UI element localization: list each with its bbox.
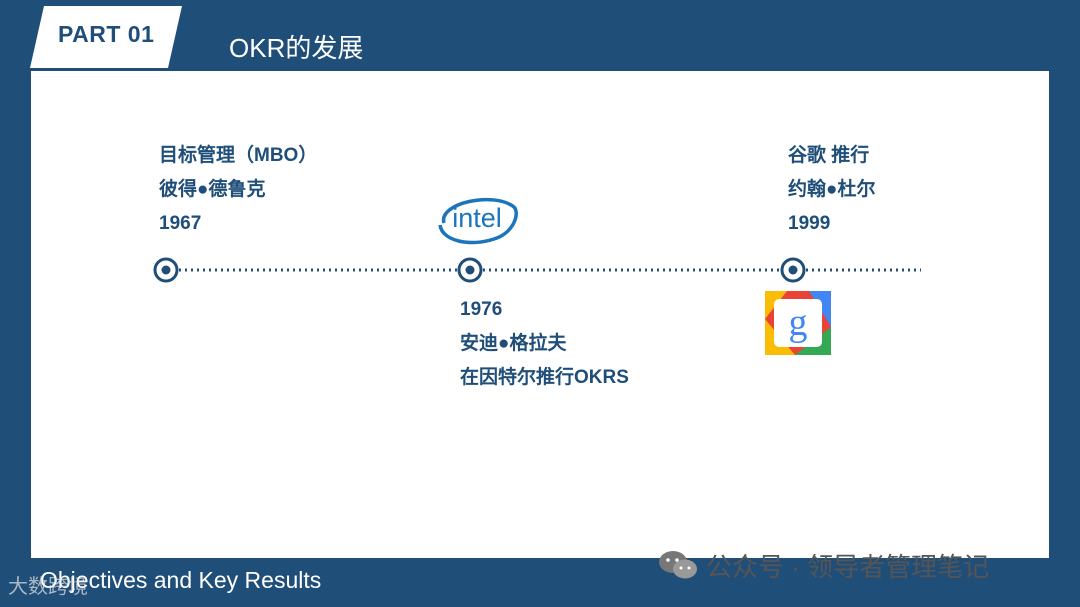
intel-person: 安迪●格拉夫 — [460, 333, 567, 354]
intel-block: 1976 安迪●格拉夫 在因特尔推行OKRS — [460, 293, 629, 395]
timeline — [153, 257, 921, 283]
part-label: PART 01 — [58, 21, 155, 47]
google-person: 约翰●杜尔 — [788, 179, 876, 200]
watermark-left: 大数跨境 — [8, 576, 88, 598]
google-year: 1999 — [788, 213, 831, 234]
timeline-node-1976 — [457, 257, 483, 283]
google-logo-glyph: g — [789, 302, 808, 344]
page-title: OKR的发展 — [229, 33, 364, 63]
intel-logo: intel — [434, 193, 520, 249]
intel-logo-text: intel — [452, 203, 502, 233]
watermark-right-text: 公众号 · 领导者管理笔记 — [706, 551, 990, 582]
mbo-person: 彼得●德鲁克 — [159, 179, 266, 200]
footer-text: Objectives and Key Results — [40, 567, 322, 593]
part-tab: PART 01 — [30, 6, 182, 68]
intel-year: 1976 — [460, 299, 503, 320]
wechat-icon — [659, 551, 697, 579]
content-panel: 目标管理（MBO） 彼得●德鲁克 1967 intel 1976 安迪●格拉夫 … — [31, 71, 1049, 558]
part-tab-shape — [30, 6, 182, 68]
intel-desc: 在因特尔推行OKRS — [460, 367, 629, 388]
watermark-right: 公众号 · 领导者管理笔记 — [658, 545, 989, 585]
mbo-year: 1967 — [159, 213, 202, 234]
timeline-node-1999 — [780, 257, 806, 283]
timeline-node-1967 — [153, 257, 179, 283]
google-block: 谷歌 推行 约翰●杜尔 1999 — [788, 139, 875, 241]
mbo-title: 目标管理（MBO） — [159, 145, 318, 166]
google-logo: g — [765, 291, 831, 355]
mbo-block: 目标管理（MBO） 彼得●德鲁克 1967 — [159, 139, 317, 241]
google-title: 谷歌 推行 — [788, 145, 870, 166]
